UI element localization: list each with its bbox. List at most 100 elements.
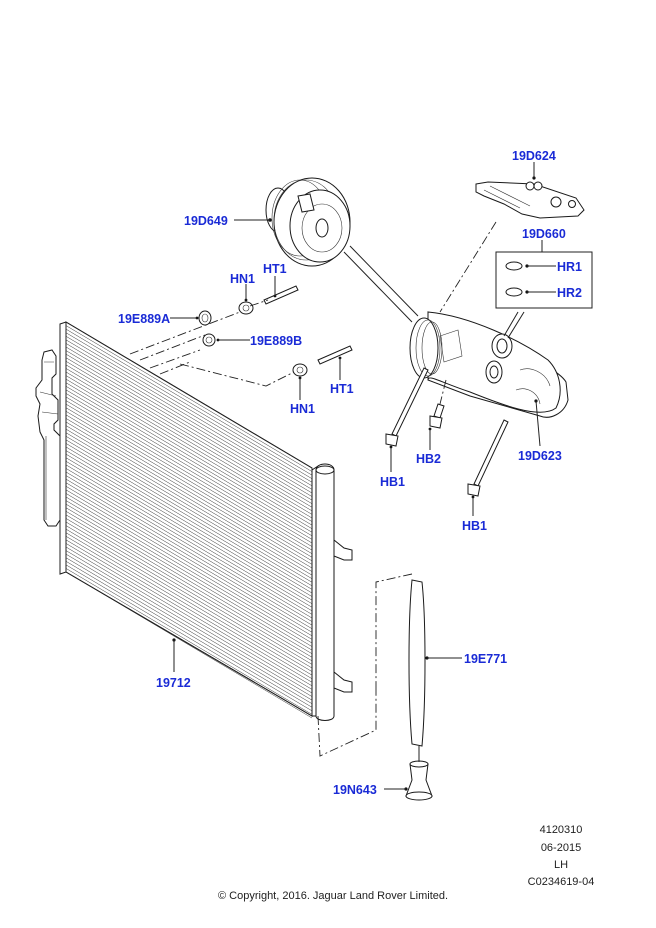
condenser-fin bbox=[65, 386, 313, 533]
condenser-fin bbox=[65, 528, 313, 676]
condenser-fin bbox=[65, 503, 313, 651]
callout-19E889B[interactable]: 19E889B bbox=[250, 334, 302, 348]
condenser-fin bbox=[65, 539, 313, 687]
condenser-fin bbox=[65, 389, 313, 537]
condenser-fin bbox=[65, 332, 313, 479]
condenser-fin bbox=[65, 550, 313, 697]
condenser-19712[interactable] bbox=[35, 321, 353, 721]
callout-HT1-top[interactable]: HT1 bbox=[263, 262, 287, 276]
condenser-fin bbox=[65, 436, 313, 583]
condenser-fin bbox=[65, 425, 313, 572]
condenser-fin bbox=[65, 346, 313, 494]
condenser-fin bbox=[65, 336, 313, 483]
callout-HN1-bottom[interactable]: HN1 bbox=[290, 402, 315, 416]
condenser-fin bbox=[65, 446, 313, 594]
condenser-fin bbox=[65, 393, 313, 540]
condenser-fin bbox=[65, 328, 313, 476]
condenser-fin bbox=[65, 461, 313, 608]
condenser-fin bbox=[65, 421, 313, 569]
assembly-lines bbox=[129, 221, 525, 762]
condenser-fin bbox=[65, 518, 313, 665]
illustration-reference: C0234619-04 bbox=[527, 876, 595, 888]
callout-19E889A[interactable]: 19E889A bbox=[118, 312, 170, 326]
copyright-notice: © Copyright, 2016. Jaguar Land Rover Lim… bbox=[218, 890, 449, 902]
condenser-fin bbox=[65, 457, 313, 604]
ac-compressor-19D623[interactable] bbox=[409, 311, 569, 418]
condenser-fin bbox=[65, 536, 313, 683]
condenser-fin bbox=[65, 561, 313, 708]
condenser-fin bbox=[65, 407, 313, 554]
condenser-fin bbox=[65, 411, 313, 558]
condenser-fin bbox=[65, 514, 313, 662]
condenser-fin bbox=[65, 325, 313, 472]
callout-HN1-top[interactable]: HN1 bbox=[230, 272, 255, 286]
condenser-fin bbox=[65, 368, 313, 515]
illustration-number: 4120310 bbox=[539, 824, 583, 836]
condenser-fin bbox=[65, 371, 313, 519]
condenser-fin bbox=[65, 521, 313, 669]
receiver-plug-19N643[interactable] bbox=[404, 760, 433, 801]
condenser-fin bbox=[65, 496, 313, 644]
condenser-fin bbox=[65, 357, 313, 504]
callout-HR2[interactable]: HR2 bbox=[557, 286, 582, 300]
condenser-fin bbox=[65, 432, 313, 579]
condenser-fin bbox=[65, 396, 313, 544]
condenser-fin bbox=[65, 553, 313, 701]
condenser-fin bbox=[65, 439, 313, 587]
condenser-fin bbox=[65, 532, 313, 679]
condenser-fin bbox=[65, 475, 313, 622]
callout-HB1-left[interactable]: HB1 bbox=[380, 475, 405, 489]
condenser-fin bbox=[65, 378, 313, 526]
condenser-fin bbox=[65, 382, 313, 529]
callout-19D623[interactable]: 19D623 bbox=[518, 449, 562, 463]
condenser-fin bbox=[65, 414, 313, 562]
illustration-side: LH bbox=[553, 859, 569, 871]
compressor-bracket-19D624[interactable] bbox=[475, 176, 585, 219]
callout-19D624[interactable]: 19D624 bbox=[512, 149, 556, 163]
condenser-fin bbox=[65, 557, 313, 704]
condenser-fin bbox=[65, 500, 313, 647]
condenser-fin bbox=[65, 543, 313, 690]
callout-HB2[interactable]: HB2 bbox=[416, 452, 441, 466]
condenser-fin bbox=[65, 493, 313, 640]
condenser-fin bbox=[65, 471, 313, 619]
condenser-fin bbox=[65, 464, 313, 612]
condenser-fin bbox=[65, 478, 313, 626]
callout-labels: 19D624 19D649 19D660 HR1 HR2 HN1 HT1 19E… bbox=[118, 149, 582, 797]
callout-HT1-bottom[interactable]: HT1 bbox=[330, 382, 354, 396]
sealing-ring-kit-19D660[interactable] bbox=[495, 251, 593, 309]
condenser-fin bbox=[65, 428, 313, 576]
condenser-fin bbox=[65, 400, 313, 547]
callout-19D660[interactable]: 19D660 bbox=[522, 227, 566, 241]
clutch-pulley-19D649[interactable] bbox=[265, 177, 351, 267]
condenser-fin bbox=[65, 546, 313, 694]
condenser-fin bbox=[65, 450, 313, 597]
condenser-fin bbox=[65, 353, 313, 501]
condenser-fin bbox=[65, 486, 313, 633]
condenser-fin bbox=[65, 361, 313, 508]
fasteners bbox=[195, 285, 509, 499]
condenser-fin bbox=[65, 468, 313, 615]
condenser-fin bbox=[65, 343, 313, 490]
callout-HB1-right[interactable]: HB1 bbox=[462, 519, 487, 533]
condenser-fin bbox=[65, 375, 313, 522]
condenser-fins bbox=[65, 321, 313, 719]
condenser-fin bbox=[65, 443, 313, 590]
callout-19N643[interactable]: 19N643 bbox=[333, 783, 377, 797]
callout-HR1[interactable]: HR1 bbox=[557, 260, 582, 274]
callout-19E771[interactable]: 19E771 bbox=[464, 652, 507, 666]
condenser-fin bbox=[65, 364, 313, 512]
condenser-fin bbox=[65, 418, 313, 565]
illustration-date: 06-2015 bbox=[540, 842, 582, 854]
condenser-fin bbox=[65, 403, 313, 551]
condenser-fin bbox=[65, 564, 313, 712]
condenser-fin bbox=[65, 511, 313, 658]
condenser-fin bbox=[65, 482, 313, 629]
desiccant-bag-19E771[interactable] bbox=[408, 579, 429, 747]
condenser-fin bbox=[65, 525, 313, 672]
leader-lines bbox=[170, 162, 556, 790]
callout-19D649[interactable]: 19D649 bbox=[184, 214, 228, 228]
condenser-fin bbox=[65, 339, 313, 487]
callout-19712[interactable]: 19712 bbox=[156, 676, 191, 690]
